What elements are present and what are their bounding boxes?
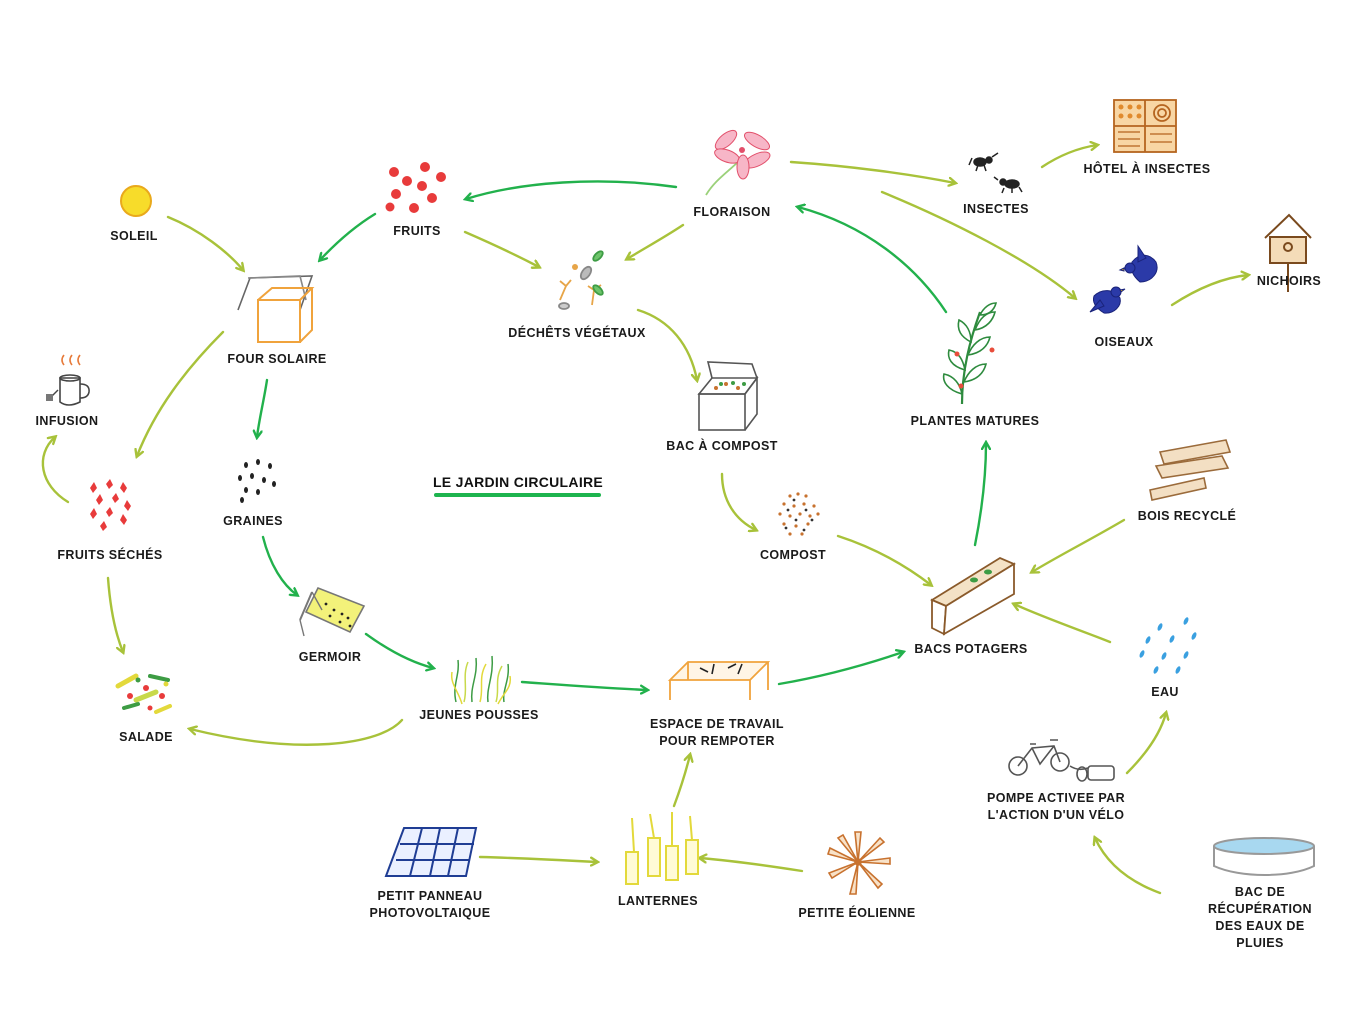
ants-icon [968, 152, 1023, 194]
arrow-germoir-pousses [364, 632, 433, 668]
label-soleil: SOLEIL [110, 229, 158, 243]
label-panneau-photovoltaique: PETIT PANNEAU PHOTOVOLTAIQUE [369, 889, 491, 920]
bicycle-pump-icon [1008, 739, 1115, 782]
label-nichoirs: NICHOIRS [1256, 274, 1322, 288]
sun-icon [120, 185, 152, 217]
sprouts-icon [450, 655, 512, 705]
arrow-fruits-seches-infusion [41, 437, 70, 504]
arrow-bacs-plantes [973, 443, 986, 547]
arrow-fruits-dechets [463, 230, 539, 267]
arrow-plantes-floraison [798, 207, 948, 314]
label-plantes-matures: PLANTES MATURES [910, 414, 1040, 428]
label-oiseaux: OISEAUX [1094, 335, 1154, 349]
label-bac-recuperation: BAC DE RÉCUPÉRATION DES EAUX DE PLUIES [1208, 885, 1312, 950]
seeds-icon [238, 459, 276, 503]
salad-icon [115, 673, 172, 714]
label-fruits: FRUITS [393, 224, 441, 238]
label-jeunes-pousses: JEUNES POUSSES [419, 708, 539, 722]
label-bacs-potagers: BACS POTAGERS [914, 642, 1028, 656]
arrow-fruits-seches-salade [106, 576, 123, 652]
label-hotel-insectes: HÔTEL À INSECTES [1083, 162, 1211, 176]
plant-waste-icon [558, 250, 604, 310]
arrow-pousses-salade [190, 718, 404, 746]
solar-oven-icon [237, 275, 315, 343]
arrow-floraison-dechets [627, 223, 685, 259]
lanterns-icon [625, 812, 699, 885]
label-insectes: INSECTES [963, 202, 1029, 216]
wind-turbine-icon [826, 831, 891, 895]
work-table-icon [667, 661, 771, 700]
label-espace-travail: ESPACE DE TRAVAIL POUR REMPOTER [650, 717, 784, 748]
compost-pile-icon [778, 492, 820, 536]
rain-basin-icon [1213, 837, 1315, 876]
birdhouse-icon [1264, 213, 1312, 292]
arrow-bac-compost [720, 472, 756, 530]
arrow-floraison-oiseaux [880, 190, 1075, 298]
label-dechets-vegetaux: DÉCHÊTS VÉGÉTAUX [508, 326, 646, 340]
arrow-pousses-espace [520, 680, 647, 690]
label-pompe-velo: POMPE ACTIVEE PAR L'ACTION D'UN VÉLO [986, 791, 1126, 822]
label-compost: COMPOST [760, 548, 826, 562]
label-bac-compost: BAC À COMPOST [666, 439, 778, 453]
label-petite-eolienne: PETITE ÉOLIENNE [798, 906, 916, 920]
compost-bin-icon [697, 361, 759, 431]
title-underline [434, 493, 601, 497]
planter-box-icon [930, 556, 1016, 636]
arrow-compost-bacs [836, 534, 931, 585]
dried-fruit-icon [90, 479, 131, 531]
mature-plant-icon [942, 302, 998, 405]
arrow-bois-bacs [1032, 518, 1126, 572]
arrow-floraison-insectes [789, 160, 955, 183]
tea-cup-icon [46, 354, 90, 406]
arrow-insectes-hotel [1040, 145, 1097, 169]
arrow-dechets-bac [636, 308, 697, 380]
arrow-four-graines [257, 378, 269, 437]
label-salade: SALADE [119, 730, 173, 744]
label-germoir: GERMOIR [298, 650, 362, 664]
arrow-oiseaux-nichoirs [1170, 275, 1248, 307]
label-four-solaire: FOUR SOLAIRE [227, 352, 327, 366]
arrow-eolienne-lanternes [700, 858, 804, 873]
water-drops-icon [1139, 617, 1197, 674]
arrow-pompe-eau [1125, 713, 1166, 775]
label-floraison: FLORAISON [693, 205, 771, 219]
label-lanternes: LANTERNES [618, 894, 698, 908]
label-fruits-seches: FRUITS SÉCHÉS [57, 548, 163, 562]
insect-hotel-icon [1113, 99, 1177, 153]
diagram-title: LE JARDIN CIRCULAIRE [432, 474, 604, 490]
arrow-floraison-fruits [466, 180, 678, 199]
label-infusion: INFUSION [35, 414, 99, 428]
label-graines: GRAINES [223, 514, 283, 528]
arrows [41, 145, 1248, 895]
fruit-drops-icon [385, 162, 446, 213]
arrow-eau-bacs [1014, 604, 1112, 644]
arrow-four-fruits-seches [137, 330, 225, 456]
wood-planks-icon [1149, 439, 1232, 501]
flower-icon [705, 129, 771, 196]
arrow-panneau-lanternes [478, 855, 597, 862]
arrow-graines-germoir [261, 535, 297, 595]
solar-panel-icon [384, 827, 478, 877]
arrow-espace-bacs [777, 652, 903, 686]
arrow-lanternes-espace [672, 755, 690, 808]
birds-icon [1089, 244, 1158, 314]
arrow-bacrecup-pompe [1095, 838, 1162, 895]
arrow-fruits-four [320, 212, 377, 260]
label-bois-recycle: BOIS RECYCLÉ [1137, 509, 1237, 523]
label-eau: EAU [1151, 685, 1179, 699]
arrow-soleil-four [166, 215, 243, 270]
sprouter-jar-icon [299, 586, 366, 637]
